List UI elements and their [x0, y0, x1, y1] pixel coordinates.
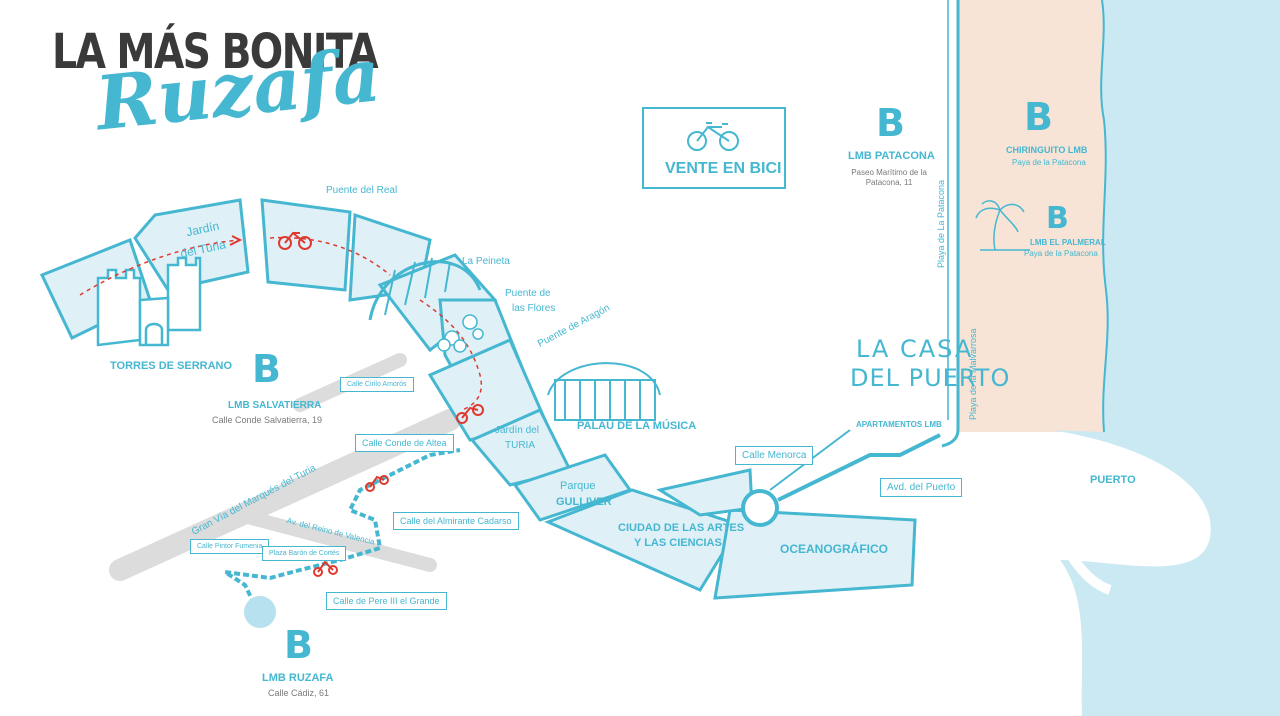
landmark-playa-patacona: Playa de La Patacona	[936, 179, 946, 268]
hotel-patacona-address: Paseo Marítimo de la Patacona, 11	[851, 168, 927, 187]
casa-puerto-sub: APARTAMENTOS LMB	[856, 420, 942, 429]
roundabout	[741, 489, 779, 527]
callout-conde-altea[interactable]: Calle Conde de Altea	[355, 434, 454, 452]
landmark-peineta: La Peineta	[462, 256, 510, 267]
landmark-puerto: PUERTO	[1090, 474, 1136, 486]
landmark-gulliver-b: GULLIVER	[556, 496, 612, 508]
ruzafa-route	[223, 448, 461, 613]
hotel-palmeral-name[interactable]: LMB EL PALMERAL	[1030, 238, 1106, 247]
bike-box-label: VENTE EN BICI	[665, 160, 782, 177]
hotel-salvatierra-address: Calle Conde Salvatierra, 19	[212, 415, 323, 425]
callout-cirilo[interactable]: Calle Cirilo Amorós	[340, 377, 414, 392]
hotel-ruzafa-address: Calle Cádiz, 61	[268, 688, 330, 698]
landmark-oceanografico: OCEANOGRÁFICO	[780, 542, 888, 556]
bicycle-icon	[687, 122, 739, 151]
hotel-salvatierra-name[interactable]: LMB SALVATIERRA	[228, 400, 322, 411]
hotel-logo-icon: B	[284, 623, 313, 667]
palm-icon	[975, 200, 1030, 251]
callout-plaza[interactable]: Plaza Barón de Cortés	[262, 546, 347, 561]
hotel-chiringuito-name[interactable]: CHIRINGUITO LMB	[1006, 145, 1088, 155]
callout-pintor[interactable]: Calle Pintor Fumenia	[190, 539, 270, 554]
hotel-palmeral-address: Paya de la Patacona	[1024, 249, 1098, 258]
flower-icon	[437, 314, 484, 353]
hotel-patacona-name[interactable]: LMB PATACONA	[848, 150, 935, 162]
callout-puerto-av[interactable]: Avd. del Puerto	[880, 478, 963, 497]
landmark-puente-real: Puente del Real	[326, 185, 398, 196]
landmark-palau: PALAU DE LA MÚSICA	[577, 420, 697, 432]
landmark-jardin-2a: Jardín del	[495, 425, 539, 436]
landmark-jardin-2b: TURIA	[505, 440, 535, 451]
landmark-puente-flores-a: Puente de	[505, 288, 551, 299]
turia-park	[39, 198, 917, 600]
callout-menorca[interactable]: Calle Menorca	[735, 446, 814, 465]
sea	[1050, 0, 1280, 716]
landmark-ciudad-b: Y LAS CIENCIAS	[634, 537, 722, 549]
bike-icon	[278, 231, 484, 577]
hotel-logo-icon: B	[1024, 95, 1053, 139]
landmark-torres: TORRES DE SERRANO	[110, 360, 233, 372]
landmark-gulliver-a: Parque	[560, 480, 596, 492]
hotel-ruzafa-name[interactable]: LMB RUZAFA	[262, 672, 334, 684]
landmark-ciudad-a: CIUDAD DE LAS ARTES	[618, 522, 745, 534]
hotel-logo-icon: B	[252, 347, 281, 391]
beach-sand	[958, 0, 1108, 432]
landmark-puente-flores-b: las Flores	[512, 303, 556, 314]
hotel-chiringuito-address: Paya de la Patacona	[1012, 158, 1086, 167]
casa-puerto-line1: LA CASA	[856, 335, 974, 363]
coastal-road	[941, 0, 960, 448]
torres-de-serrano-drawing	[96, 256, 202, 347]
page-title: LA MÁS BONITA	[52, 24, 379, 80]
palau-drawing	[547, 362, 661, 421]
callout-pere[interactable]: Calle de Pere III el Grande	[326, 592, 447, 610]
ruzafa-marker	[244, 596, 276, 628]
casa-puerto-line2: DEL PUERTO	[850, 364, 1011, 392]
port-land	[988, 449, 1139, 533]
hotel-logo-icon: B	[1046, 201, 1069, 236]
bike-box	[642, 107, 786, 189]
callout-almirante[interactable]: Calle del Almirante Cadarso	[393, 512, 519, 530]
hotel-logo-icon: B	[876, 101, 905, 145]
landmark-playa-malvarrosa: Playa de la Malvarrosa	[968, 328, 978, 420]
